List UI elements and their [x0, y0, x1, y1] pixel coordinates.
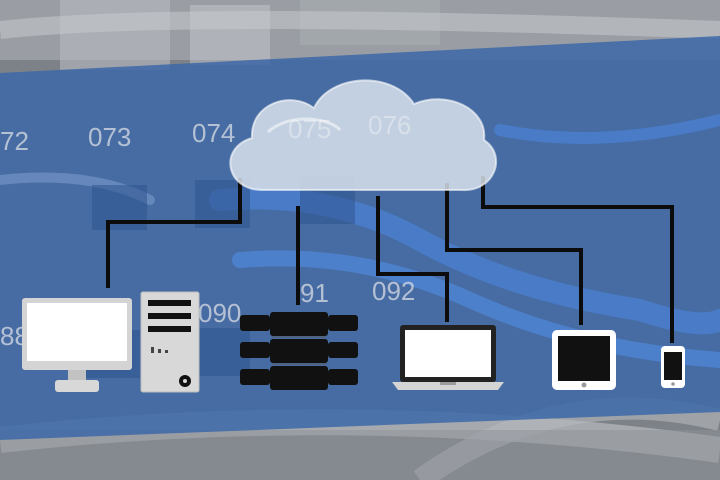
desktop-monitor-icon [22, 298, 132, 392]
port-label: 092 [372, 276, 415, 306]
tablet-icon [552, 330, 616, 390]
connector-line-tablet [445, 183, 583, 325]
connector-line-desktop [106, 178, 242, 288]
port-label: 090 [198, 298, 241, 328]
laptop-icon [392, 325, 504, 390]
smartphone-icon [661, 346, 685, 388]
connector-line-phone [481, 176, 674, 343]
connector-lines [106, 176, 674, 343]
cloud-icon [229, 79, 497, 192]
tower-pc-icon [140, 291, 200, 393]
port-label: 91 [300, 278, 329, 308]
port-label: 073 [88, 122, 131, 152]
port-label: 074 [192, 118, 235, 148]
connector-line-laptop [376, 196, 449, 322]
port-label: 72 [0, 126, 29, 156]
server-rack-icon [240, 312, 358, 390]
